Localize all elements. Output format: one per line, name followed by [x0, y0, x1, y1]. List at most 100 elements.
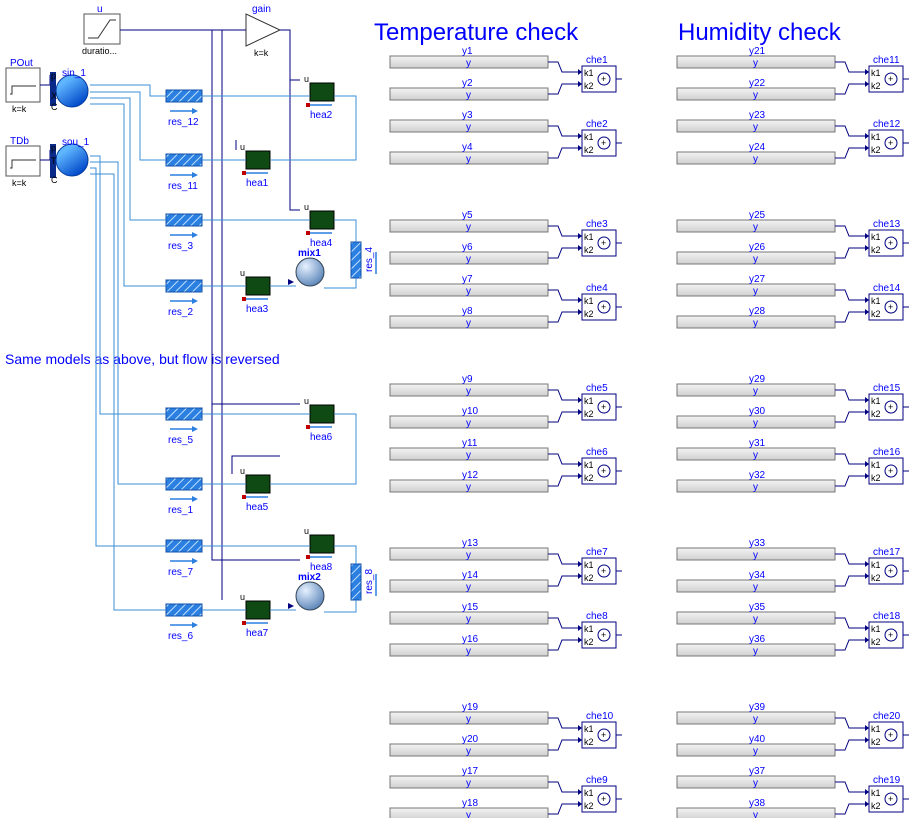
resistance-res_7[interactable]: res_7 [165, 539, 203, 578]
signal-bar-y8[interactable]: y8y [389, 306, 582, 329]
pout-block[interactable]: POut k=k [5, 58, 41, 114]
signal-bar-y7[interactable]: y7y [389, 274, 582, 303]
mixer-mix1[interactable]: mix1 [288, 248, 325, 287]
resistance-res_11[interactable]: res_11 [165, 153, 203, 192]
connection-wire [231, 455, 280, 474]
u-ramp-block[interactable]: u duratio... [82, 4, 121, 56]
signal-bar-y1[interactable]: y1y [389, 46, 582, 75]
signal-bar-y2[interactable]: y2y [389, 78, 582, 101]
signal-bar-y6[interactable]: y6y [389, 242, 582, 265]
resistance-res_6[interactable]: res_6 [165, 603, 203, 642]
sin-sphere-icon [55, 74, 89, 108]
signal-name: y12 [462, 470, 479, 481]
check-label: che10 [586, 711, 614, 722]
signal-bar-label: y [753, 222, 758, 233]
signal-bar-y3[interactable]: y3y [389, 110, 582, 139]
resistance-res_4[interactable]: res_4 [350, 241, 377, 279]
signal-bar-label: y [753, 286, 758, 297]
signal-name: y40 [749, 734, 766, 745]
signal-bar-y5[interactable]: y5y [389, 210, 582, 239]
sin-label: sin_1 [62, 68, 86, 79]
tdb-block[interactable]: TDb k=k [5, 136, 41, 188]
sou-port-c: C [51, 175, 58, 185]
sin-boundary[interactable]: sin_1 p X C [50, 68, 89, 112]
heater-label: hea1 [246, 178, 269, 189]
mixer-mix2[interactable]: mix2 [288, 572, 325, 611]
resistance-res_8[interactable]: res_8 [350, 563, 377, 601]
sou-boundary[interactable]: sou_1 p T C [50, 137, 90, 185]
signal-bar-y9[interactable]: y9y [389, 374, 582, 403]
signal-bar-y4[interactable]: y4y [389, 142, 582, 165]
gain-block[interactable]: gain k=k [245, 4, 282, 58]
heater-label: hea8 [310, 562, 333, 573]
resistance-res_5[interactable]: res_5 [165, 407, 203, 446]
resistance-label: res_2 [168, 307, 193, 318]
resistance-res_12[interactable]: res_12 [165, 89, 203, 128]
resistance-res_3[interactable]: res_3 [165, 213, 203, 252]
resistance-res_1[interactable]: res_1 [165, 477, 203, 516]
resistance-res_2[interactable]: res_2 [165, 279, 203, 318]
sou-sphere-icon [55, 143, 89, 177]
heater-label: hea7 [246, 628, 269, 639]
